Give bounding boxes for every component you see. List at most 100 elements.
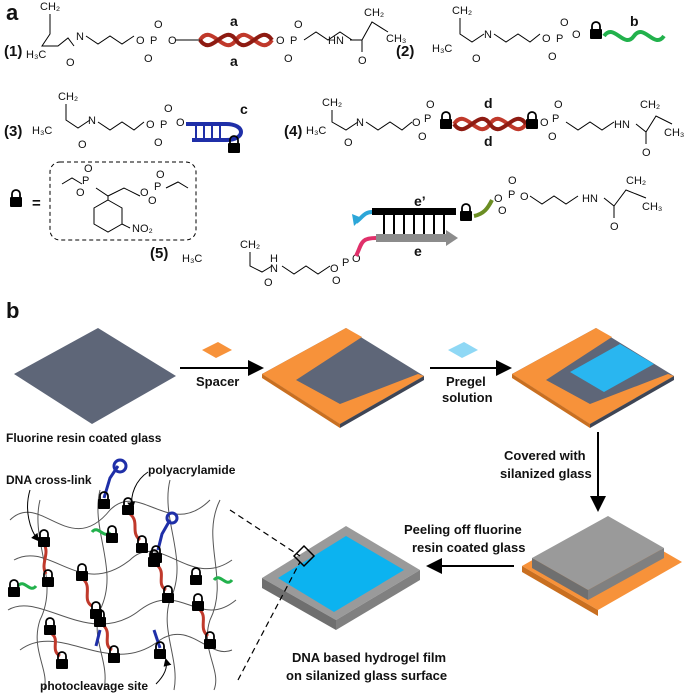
svg-text:HN: HN bbox=[328, 35, 344, 47]
panel-label-a: a bbox=[6, 0, 19, 25]
compound-2-label: (2) bbox=[396, 43, 414, 60]
svg-text:N: N bbox=[356, 117, 364, 129]
compound-3-label: (3) bbox=[4, 123, 22, 140]
label-film-1: DNA based hydrogel film bbox=[292, 650, 446, 665]
svg-text:O: O bbox=[554, 99, 563, 111]
svg-text:P: P bbox=[552, 113, 559, 125]
svg-text:O: O bbox=[154, 137, 163, 149]
svg-text:P: P bbox=[342, 257, 349, 269]
svg-text:O: O bbox=[154, 19, 163, 31]
svg-text:O: O bbox=[84, 163, 93, 175]
svg-text:P: P bbox=[150, 35, 157, 47]
svg-text:P: P bbox=[290, 35, 297, 47]
svg-text:NO₂: NO₂ bbox=[132, 223, 153, 235]
label-fluorine: Fluorine resin coated glass bbox=[6, 431, 162, 445]
lock-icon bbox=[439, 111, 453, 130]
compound-2-structure: CH₂ H₃C O N O P O O O bbox=[432, 5, 666, 65]
svg-text:O: O bbox=[66, 57, 75, 69]
svg-text:H₃C: H₃C bbox=[306, 125, 326, 137]
svg-text:H₃C: H₃C bbox=[26, 49, 46, 61]
svg-text:CH₃: CH₃ bbox=[642, 201, 662, 213]
lock-icon bbox=[525, 111, 539, 130]
svg-text:CH₂: CH₂ bbox=[364, 7, 384, 19]
compound-4-label: (4) bbox=[284, 123, 302, 140]
svg-text:O: O bbox=[472, 53, 481, 65]
compound-5-label: (5) bbox=[150, 245, 168, 262]
pregel-piece bbox=[448, 342, 478, 358]
svg-text:O: O bbox=[146, 119, 155, 131]
svg-text:O: O bbox=[330, 263, 339, 275]
strand-a-top: a bbox=[230, 13, 238, 29]
svg-text:H₃C: H₃C bbox=[32, 125, 52, 137]
svg-text:O: O bbox=[542, 33, 551, 45]
svg-text:O: O bbox=[76, 187, 85, 199]
strand-c: c bbox=[240, 101, 248, 117]
lock-icon bbox=[589, 21, 603, 40]
svg-text:O: O bbox=[426, 99, 435, 111]
label-spacer: Spacer bbox=[196, 374, 239, 389]
svg-text:O: O bbox=[358, 55, 367, 67]
strand-e: e bbox=[414, 243, 422, 259]
svg-text:O: O bbox=[284, 53, 293, 65]
svg-text:P: P bbox=[82, 175, 89, 187]
svg-text:HN: HN bbox=[614, 119, 630, 131]
svg-text:O: O bbox=[176, 117, 185, 129]
compound-5-structure: CH₂ H₃C O H N O P O O O P O O O bbox=[182, 175, 662, 289]
svg-text:H₃C: H₃C bbox=[182, 253, 202, 265]
svg-text:CH₂: CH₂ bbox=[322, 97, 342, 109]
zoom-marker bbox=[292, 544, 316, 568]
svg-text:N: N bbox=[76, 31, 84, 43]
svg-text:CH₂: CH₂ bbox=[626, 175, 646, 187]
svg-text:O: O bbox=[494, 193, 503, 205]
svg-text:O: O bbox=[144, 53, 153, 65]
svg-text:O: O bbox=[78, 139, 87, 151]
svg-text:P: P bbox=[508, 189, 515, 201]
compound-4-structure: CH₂ H₃C O N O P O O O P O O HN O CH₂ CH₃ bbox=[306, 97, 684, 159]
svg-text:P: P bbox=[154, 181, 161, 193]
svg-text:O: O bbox=[156, 169, 165, 181]
svg-text:O: O bbox=[498, 205, 507, 217]
svg-text:O: O bbox=[136, 35, 145, 47]
svg-text:O: O bbox=[140, 187, 149, 199]
spacer-piece bbox=[202, 342, 232, 358]
fluorine-glass-plate bbox=[14, 328, 176, 424]
svg-text:HN: HN bbox=[582, 193, 598, 205]
svg-text:O: O bbox=[164, 103, 173, 115]
label-pregel-1: Pregel bbox=[446, 374, 486, 389]
label-covered-2: silanized glass bbox=[500, 466, 592, 481]
label-pregel-2: solution bbox=[442, 390, 493, 405]
strand-a-bottom: a bbox=[230, 53, 238, 69]
svg-text:P: P bbox=[424, 113, 431, 125]
lock-icon bbox=[459, 203, 473, 222]
strand-e-prime: e’ bbox=[414, 193, 426, 209]
svg-text:CH₂: CH₂ bbox=[240, 239, 260, 251]
svg-text:O: O bbox=[344, 137, 353, 149]
svg-text:O: O bbox=[520, 191, 529, 203]
svg-text:O: O bbox=[642, 147, 651, 159]
svg-text:O: O bbox=[264, 277, 273, 289]
hydrogel-network bbox=[7, 479, 237, 691]
svg-text:O: O bbox=[418, 131, 427, 143]
svg-text:N: N bbox=[88, 115, 96, 127]
svg-text:CH₂: CH₂ bbox=[58, 91, 78, 103]
svg-text:O: O bbox=[610, 221, 619, 233]
label-covered-1: Covered with bbox=[504, 448, 586, 463]
compound-1-structure: CH₂ H₃C O N O P O O O O P O O HN O CH₂ C… bbox=[26, 1, 406, 69]
strand-d-top: d bbox=[484, 95, 493, 111]
svg-text:O: O bbox=[148, 195, 157, 207]
svg-text:O: O bbox=[276, 35, 285, 47]
svg-text:O: O bbox=[548, 51, 557, 63]
lock-icon bbox=[9, 189, 23, 208]
svg-text:CH₂: CH₂ bbox=[452, 5, 472, 17]
strand-d-bottom: d bbox=[484, 133, 493, 149]
svg-text:O: O bbox=[560, 17, 569, 29]
label-film-2: on silanized glass surface bbox=[286, 668, 447, 683]
svg-text:CH₂: CH₂ bbox=[640, 99, 660, 111]
svg-text:O: O bbox=[168, 35, 177, 47]
svg-text:N: N bbox=[270, 263, 278, 275]
svg-text:O: O bbox=[332, 275, 341, 287]
label-peeling-2: resin coated glass bbox=[412, 540, 525, 555]
label-dna-crosslink: DNA cross-link bbox=[6, 473, 92, 487]
svg-text:N: N bbox=[484, 29, 492, 41]
